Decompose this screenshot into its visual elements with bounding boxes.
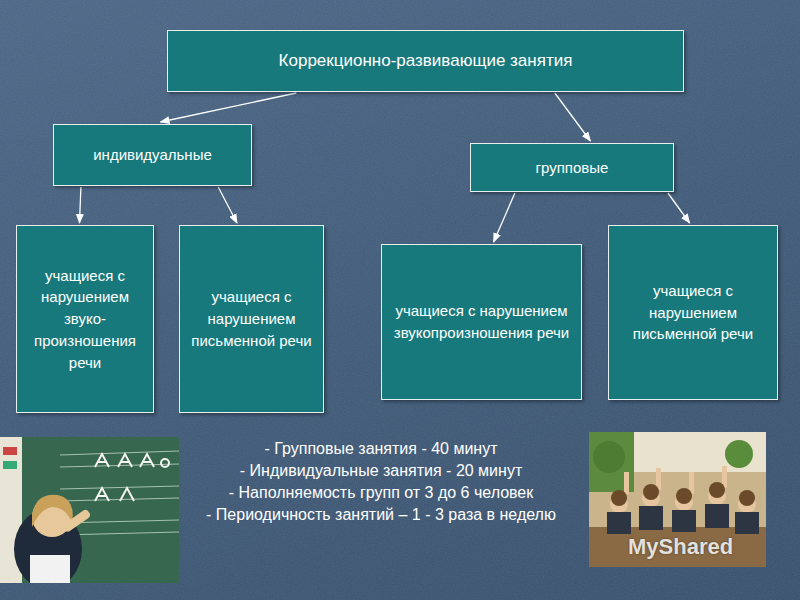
arrow-connector — [161, 93, 297, 122]
category-box: учащиеся с нарушением звукопроизношения … — [381, 244, 582, 400]
arrow-connector — [668, 193, 690, 223]
category-box: учащиеся с нарушением письменной речи — [179, 225, 324, 413]
box-label: учащиеся с нарушением звуко- произношени… — [23, 265, 147, 374]
note-line: - Групповые занятия - 40 минут — [185, 438, 577, 460]
title-box: Коррекционно-развивающие занятия — [167, 30, 684, 92]
watermark: MyShared — [628, 534, 733, 560]
note-line: - Наполняемость групп от 3 до 6 человек — [185, 482, 577, 504]
arrow-connector — [494, 193, 515, 242]
box-text-group: индивидуальные — [93, 144, 212, 166]
box-label: Коррекционно-развивающие занятия — [279, 49, 573, 74]
box-text-group: групповые — [536, 157, 609, 179]
arrow-connector — [218, 187, 237, 223]
box-text-group: Коррекционно-развивающие занятия — [279, 49, 573, 74]
box-text-group: учащиеся с нарушением письменной речи — [615, 280, 771, 345]
box-text-group: учащиеся с нарушением звукопроизношения … — [388, 300, 575, 344]
category-box: индивидуальные — [53, 124, 252, 186]
box-text-group: учащиеся с нарушением звуко- произношени… — [23, 265, 147, 374]
chalkboard-photo — [0, 437, 179, 583]
box-label: групповые — [536, 157, 609, 179]
category-box: учащиеся с нарушением звуко- произношени… — [16, 225, 154, 413]
box-label: учащиеся с нарушением письменной речи — [186, 286, 317, 351]
arrow-connector — [80, 187, 81, 223]
note-line: - Периодичность занятий – 1 - 3 раза в н… — [185, 504, 577, 526]
box-label: индивидуальные — [93, 144, 212, 166]
box-text-group: учащиеся с нарушением письменной речи — [186, 286, 317, 351]
arrow-connector — [555, 93, 591, 141]
note-line: - Индивидуальные занятия - 20 минут — [185, 460, 577, 482]
category-box: групповые — [470, 143, 674, 192]
notes-block: - Групповые занятия - 40 минут- Индивиду… — [185, 438, 577, 526]
category-box: учащиеся с нарушением письменной речи — [608, 225, 778, 400]
box-label: учащиеся с нарушением звукопроизношения … — [388, 300, 575, 344]
box-label: учащиеся с нарушением письменной речи — [615, 280, 771, 345]
